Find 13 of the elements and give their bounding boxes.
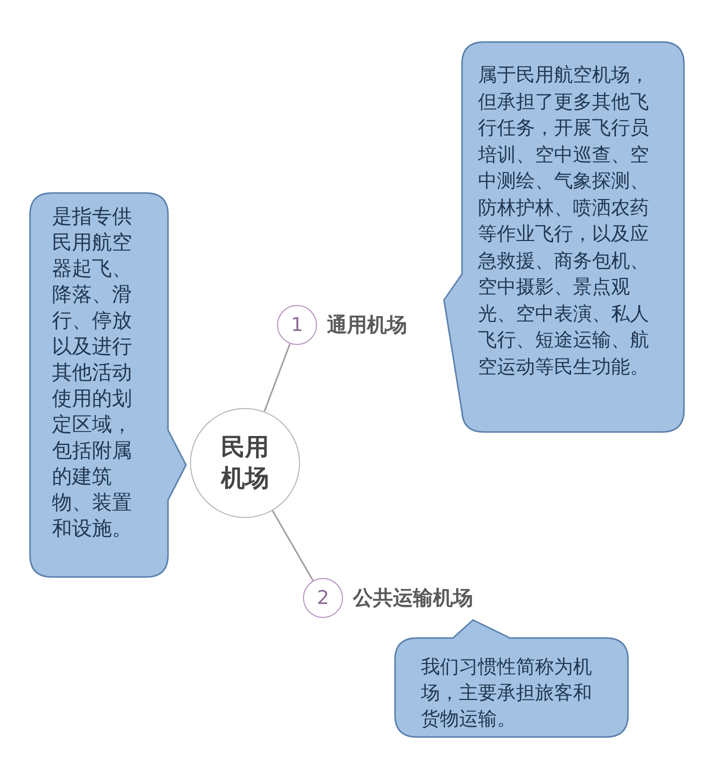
- connector-line: [272, 510, 314, 582]
- branch-title: 公共运输机场: [353, 584, 473, 612]
- callout-text: 属于民用航空机场，但承担了更多其他飞行任务，开展飞行员培训、空中巡查、空中测绘、气象探测、防林护林、喷洒农药等作业飞行，以及应急救援、商务包机、空中摄影、景点观光、空中表演、私人飞行、短途运输、航空运动等民生功能。: [478, 63, 650, 380]
- step-number: 2: [316, 586, 330, 610]
- branch-title: 通用机场: [327, 312, 407, 338]
- step-number: 1: [290, 312, 304, 338]
- speech-callout: [444, 42, 684, 432]
- speech-callout: [30, 193, 186, 577]
- callout-text: 是指专供民用航空器起飞、降落、滑行、停放以及进行其他活动使用的划定区域，包括附属的建筑物、装置和设施。: [52, 203, 133, 541]
- speech-callout: [395, 620, 628, 737]
- callout-text: 我们习惯性简称为机场，主要承担旅客和货物运输。: [421, 655, 593, 732]
- topic-text: 民用机场: [220, 432, 270, 494]
- connector-line: [264, 343, 291, 412]
